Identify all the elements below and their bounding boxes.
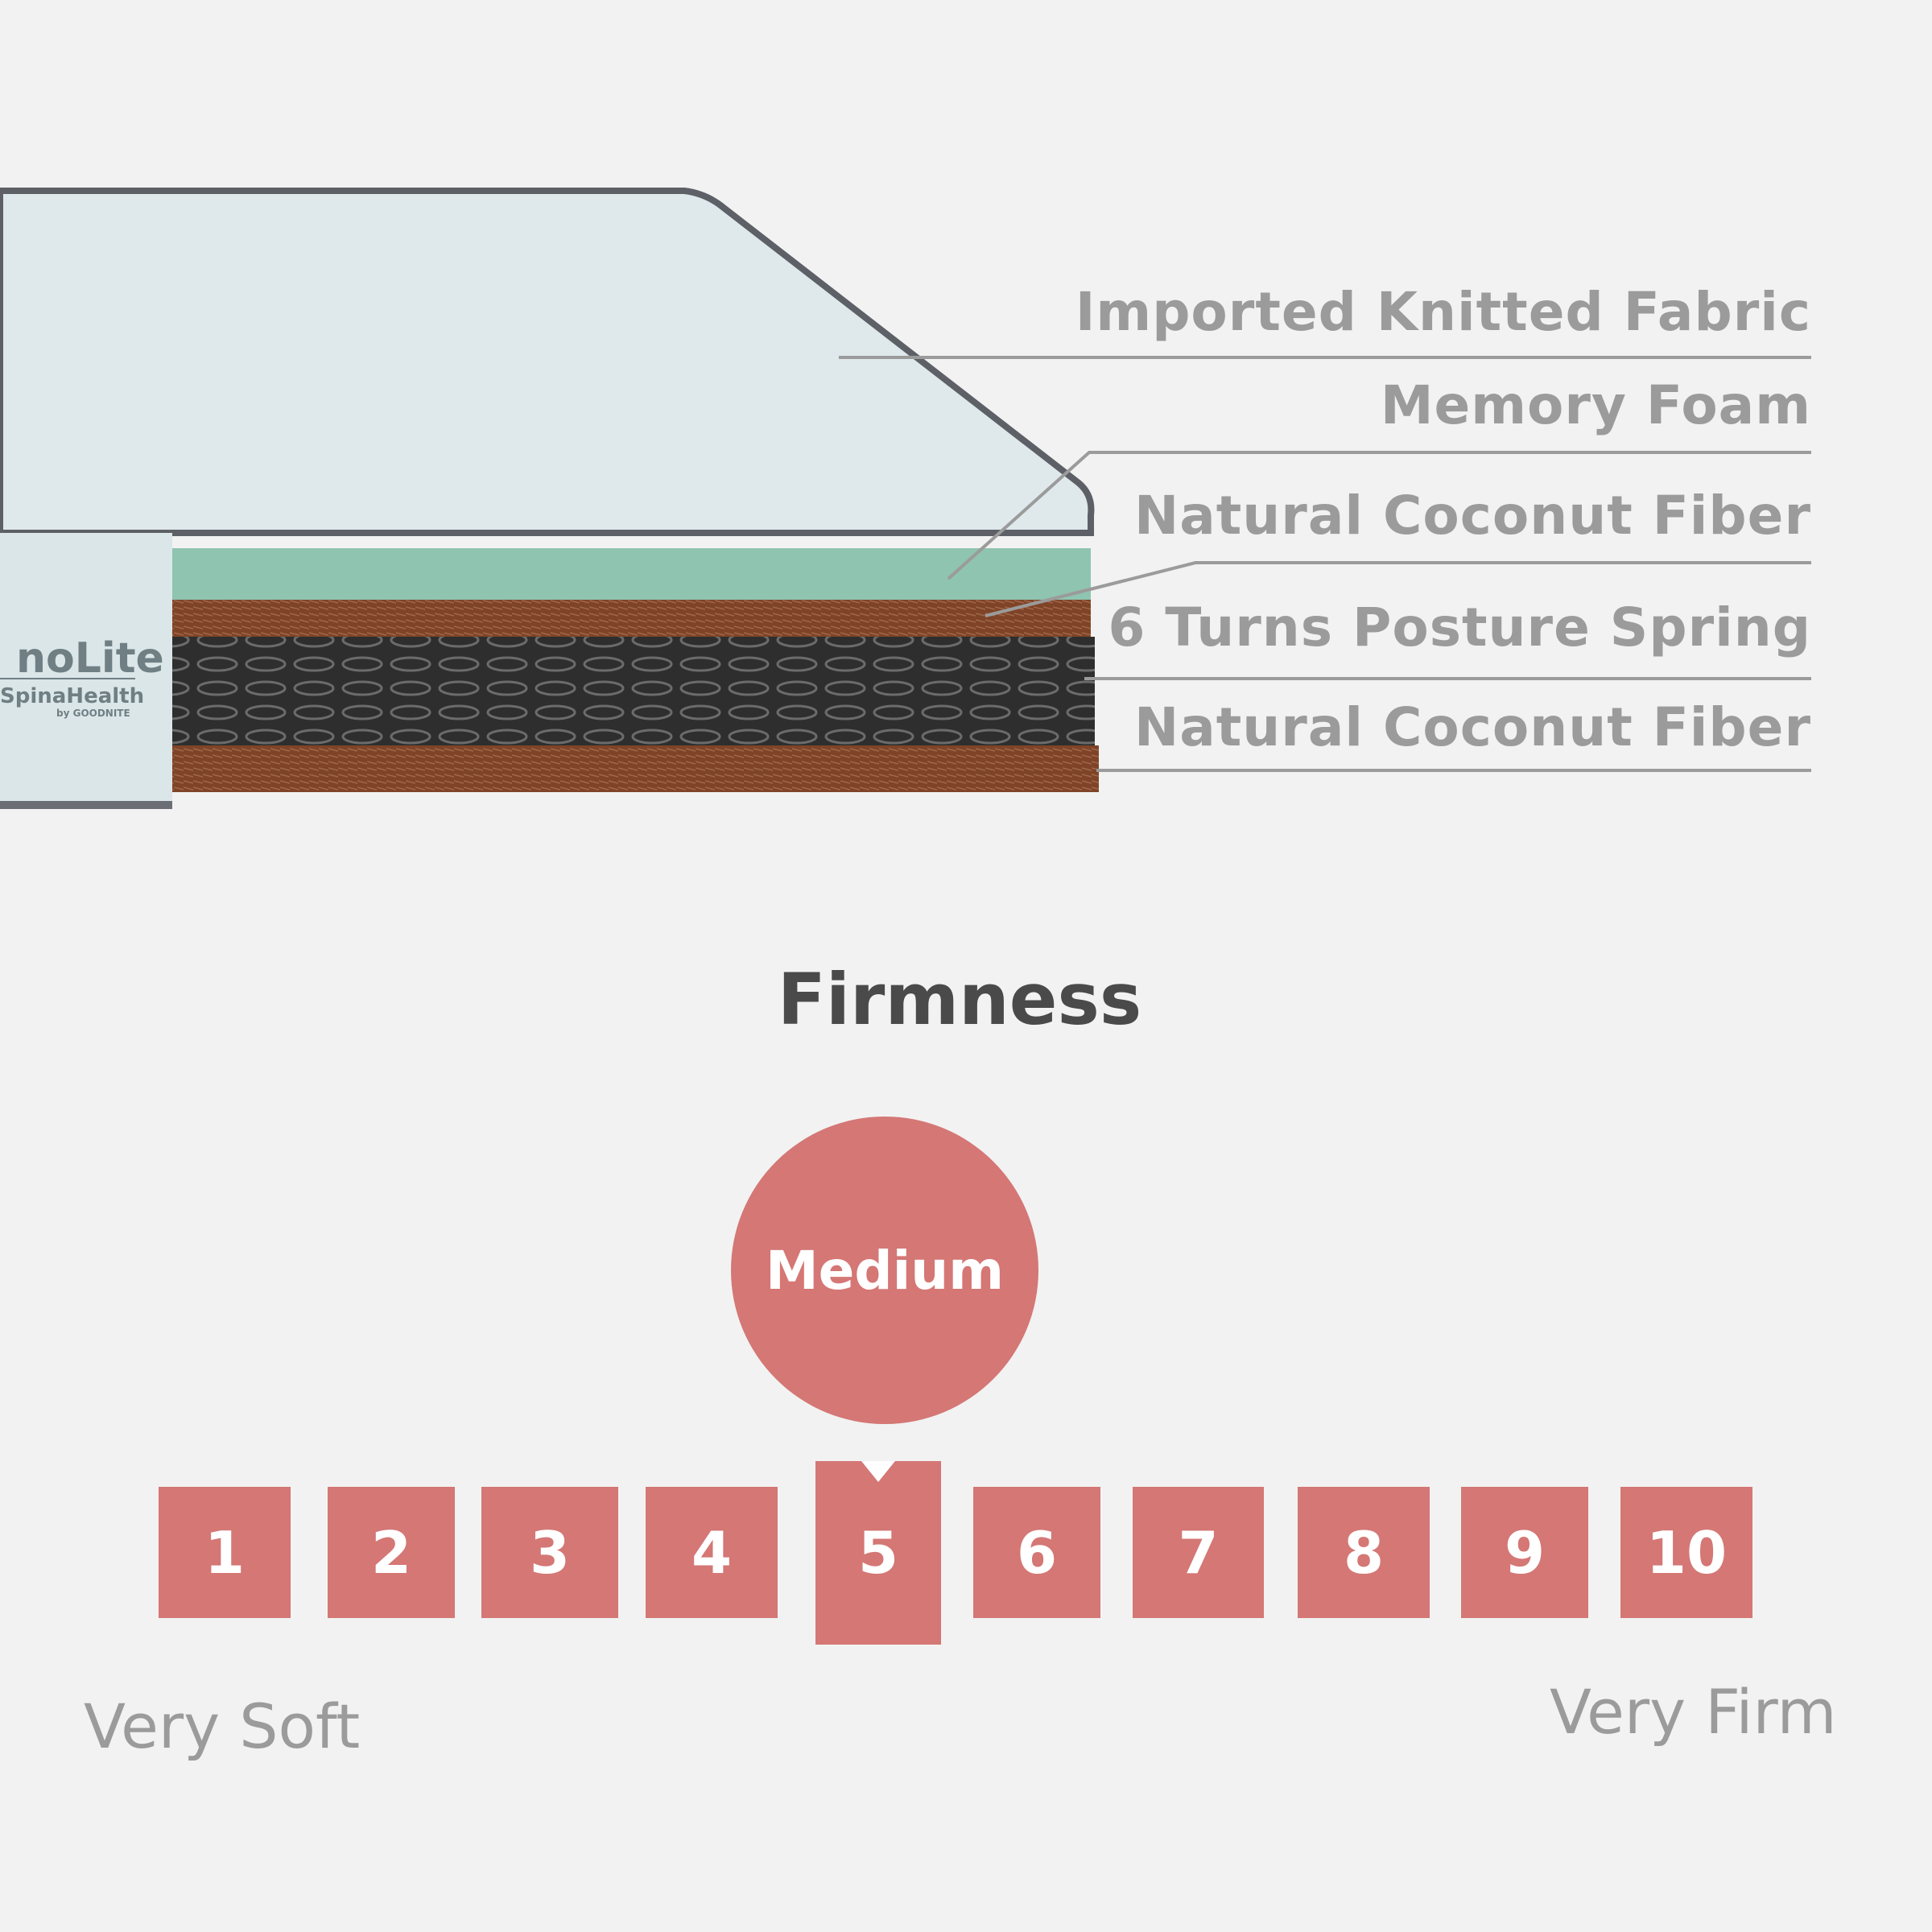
firmness-scale-5-selected: 5 bbox=[815, 1461, 941, 1645]
firmness-scale-9: 9 bbox=[1461, 1487, 1588, 1618]
very-soft-label: Very Soft bbox=[84, 1690, 361, 1762]
firmness-scale-10: 10 bbox=[1620, 1487, 1752, 1618]
firmness-scale-7: 7 bbox=[1133, 1487, 1264, 1618]
coconut-fiber-bottom-layer bbox=[172, 745, 1099, 792]
firmness-scale-8: 8 bbox=[1298, 1487, 1430, 1618]
firmness-scale-2: 2 bbox=[328, 1487, 455, 1618]
mattress-illustration: noLite SpinaHealth by GOODNITE bbox=[0, 188, 1811, 809]
layer-label-coconut-bottom: Natural Coconut Fiber bbox=[1133, 696, 1811, 758]
firmness-title: Firmness bbox=[777, 958, 1142, 1041]
firmness-scale-6: 6 bbox=[973, 1487, 1100, 1618]
firmness-scale-4: 4 bbox=[646, 1487, 778, 1618]
svg-text:by GOODNITE: by GOODNITE bbox=[56, 708, 130, 719]
very-firm-label: Very Firm bbox=[1550, 1676, 1837, 1748]
layer-label-spring: 6 Turns Posture Spring bbox=[1108, 597, 1811, 658]
firmness-level-label: Medium bbox=[765, 1239, 1005, 1302]
leader-lines bbox=[839, 356, 1811, 772]
mattress-top-fabric bbox=[0, 188, 1095, 536]
coconut-fiber-top-layer bbox=[172, 600, 1091, 637]
layer-label-fabric: Imported Knitted Fabric bbox=[1075, 281, 1811, 343]
firmness-scale-1: 1 bbox=[159, 1487, 291, 1618]
layer-label-memory-foam: Memory Foam bbox=[1380, 374, 1811, 436]
layer-label-coconut-top: Natural Coconut Fiber bbox=[1133, 485, 1811, 547]
leader-line-coconut-top bbox=[985, 561, 1811, 617]
brand-logo: noLite SpinaHealth by GOODNITE bbox=[0, 634, 164, 719]
pointer-triangle-icon bbox=[861, 1461, 895, 1482]
mattress-side-panel bbox=[0, 533, 172, 807]
memory-foam-layer bbox=[172, 548, 1091, 600]
leader-line-memory-foam bbox=[947, 451, 1811, 580]
firmness-scale-3: 3 bbox=[481, 1487, 618, 1618]
svg-text:SpinaHealth: SpinaHealth bbox=[0, 684, 144, 708]
firmness-level-badge: Medium bbox=[731, 1117, 1038, 1424]
spring-layer bbox=[172, 637, 1095, 745]
svg-text:noLite: noLite bbox=[16, 634, 164, 683]
